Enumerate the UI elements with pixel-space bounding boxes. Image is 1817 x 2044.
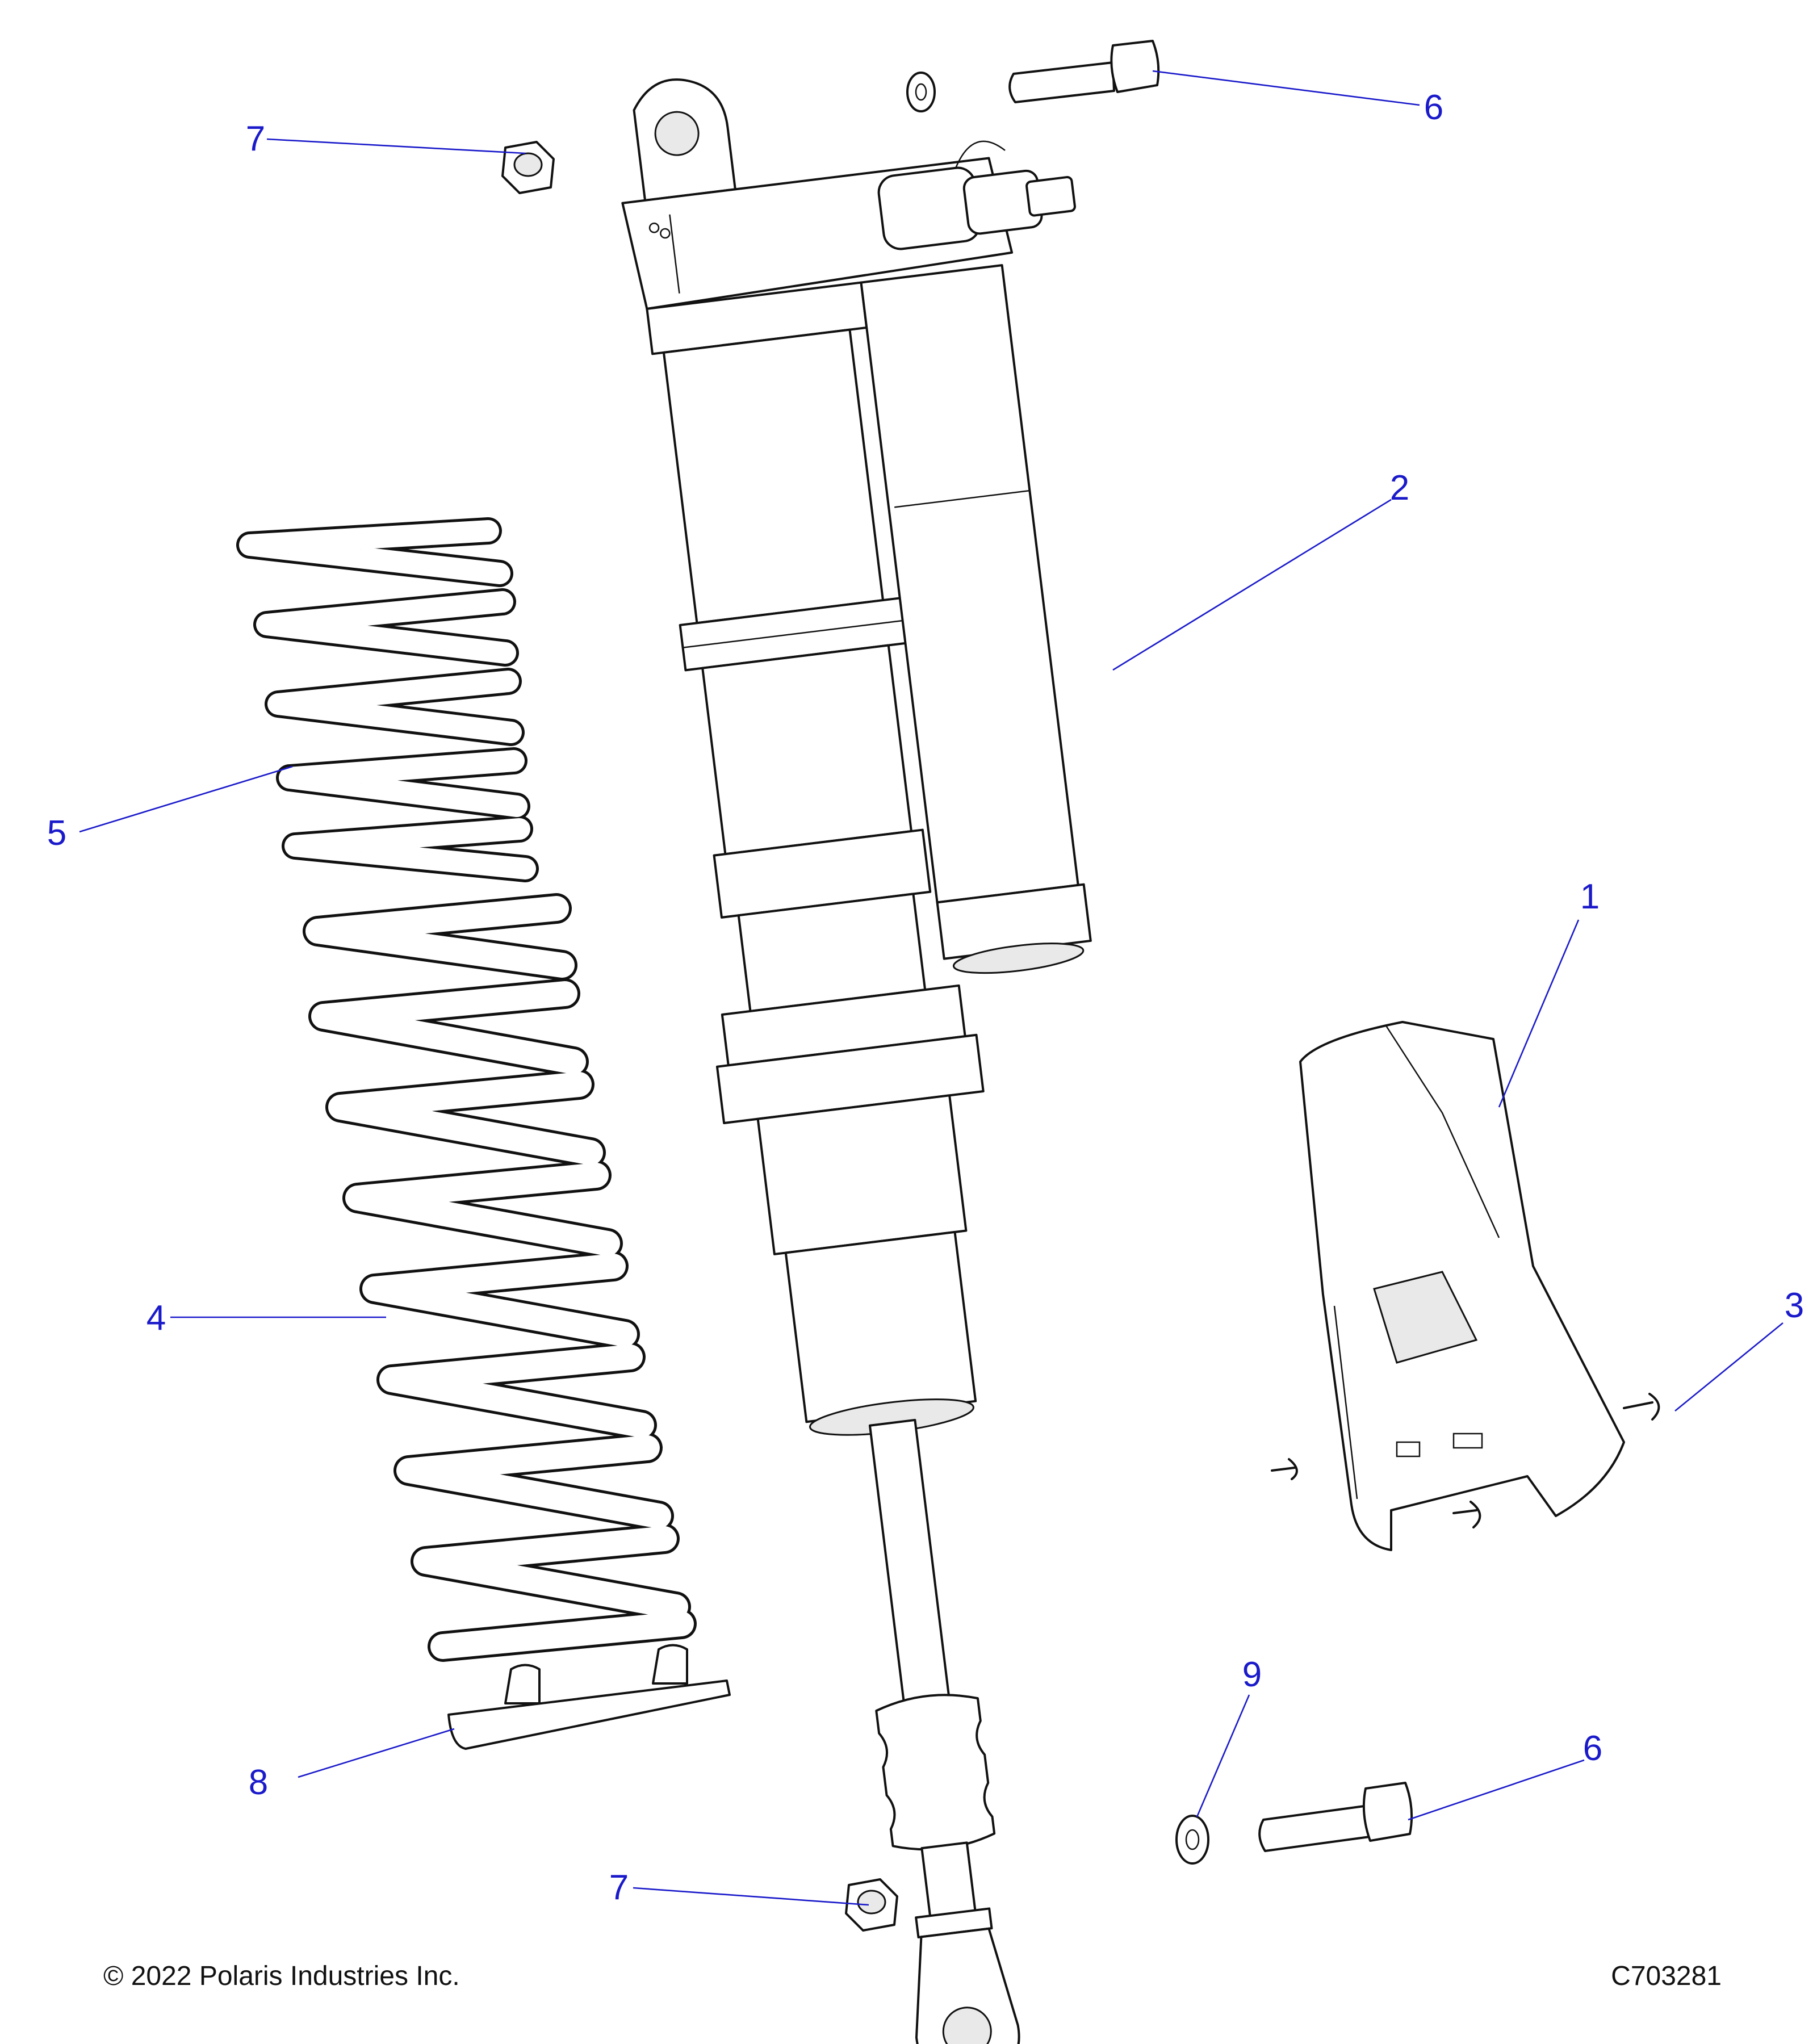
lower-bolt	[1258, 1782, 1413, 1852]
callout-6-top: 6	[1424, 88, 1443, 127]
shock-shield	[1299, 1021, 1625, 1551]
spring-retainer	[447, 1644, 731, 1750]
callout-5: 5	[47, 814, 66, 853]
upper-nut	[501, 141, 555, 194]
callout-7-top: 7	[246, 119, 265, 158]
callout-7-bottom: 7	[609, 1868, 629, 1907]
callout-6-bottom: 6	[1583, 1729, 1602, 1768]
lower-nut	[845, 1878, 898, 1932]
callout-3: 3	[1785, 1286, 1804, 1325]
copyright-notice: © 2022 Polaris Industries Inc.	[103, 1961, 460, 1991]
callout-1: 1	[1580, 877, 1600, 916]
drawing-number: C703281	[1611, 1961, 1722, 1991]
shock-absorber	[621, 78, 1092, 2044]
callout-4: 4	[146, 1299, 166, 1338]
push-rivets	[1271, 1393, 1660, 1528]
leader-lines	[79, 70, 1783, 1906]
lower-spring	[303, 893, 697, 1662]
lower-washer	[1175, 1815, 1209, 1865]
upper-spring	[236, 517, 539, 882]
callout-8: 8	[249, 1763, 268, 1802]
callout-2: 2	[1390, 468, 1409, 508]
top-washer	[906, 72, 936, 112]
top-bolt	[1008, 40, 1160, 103]
callout-9: 9	[1242, 1655, 1262, 1694]
